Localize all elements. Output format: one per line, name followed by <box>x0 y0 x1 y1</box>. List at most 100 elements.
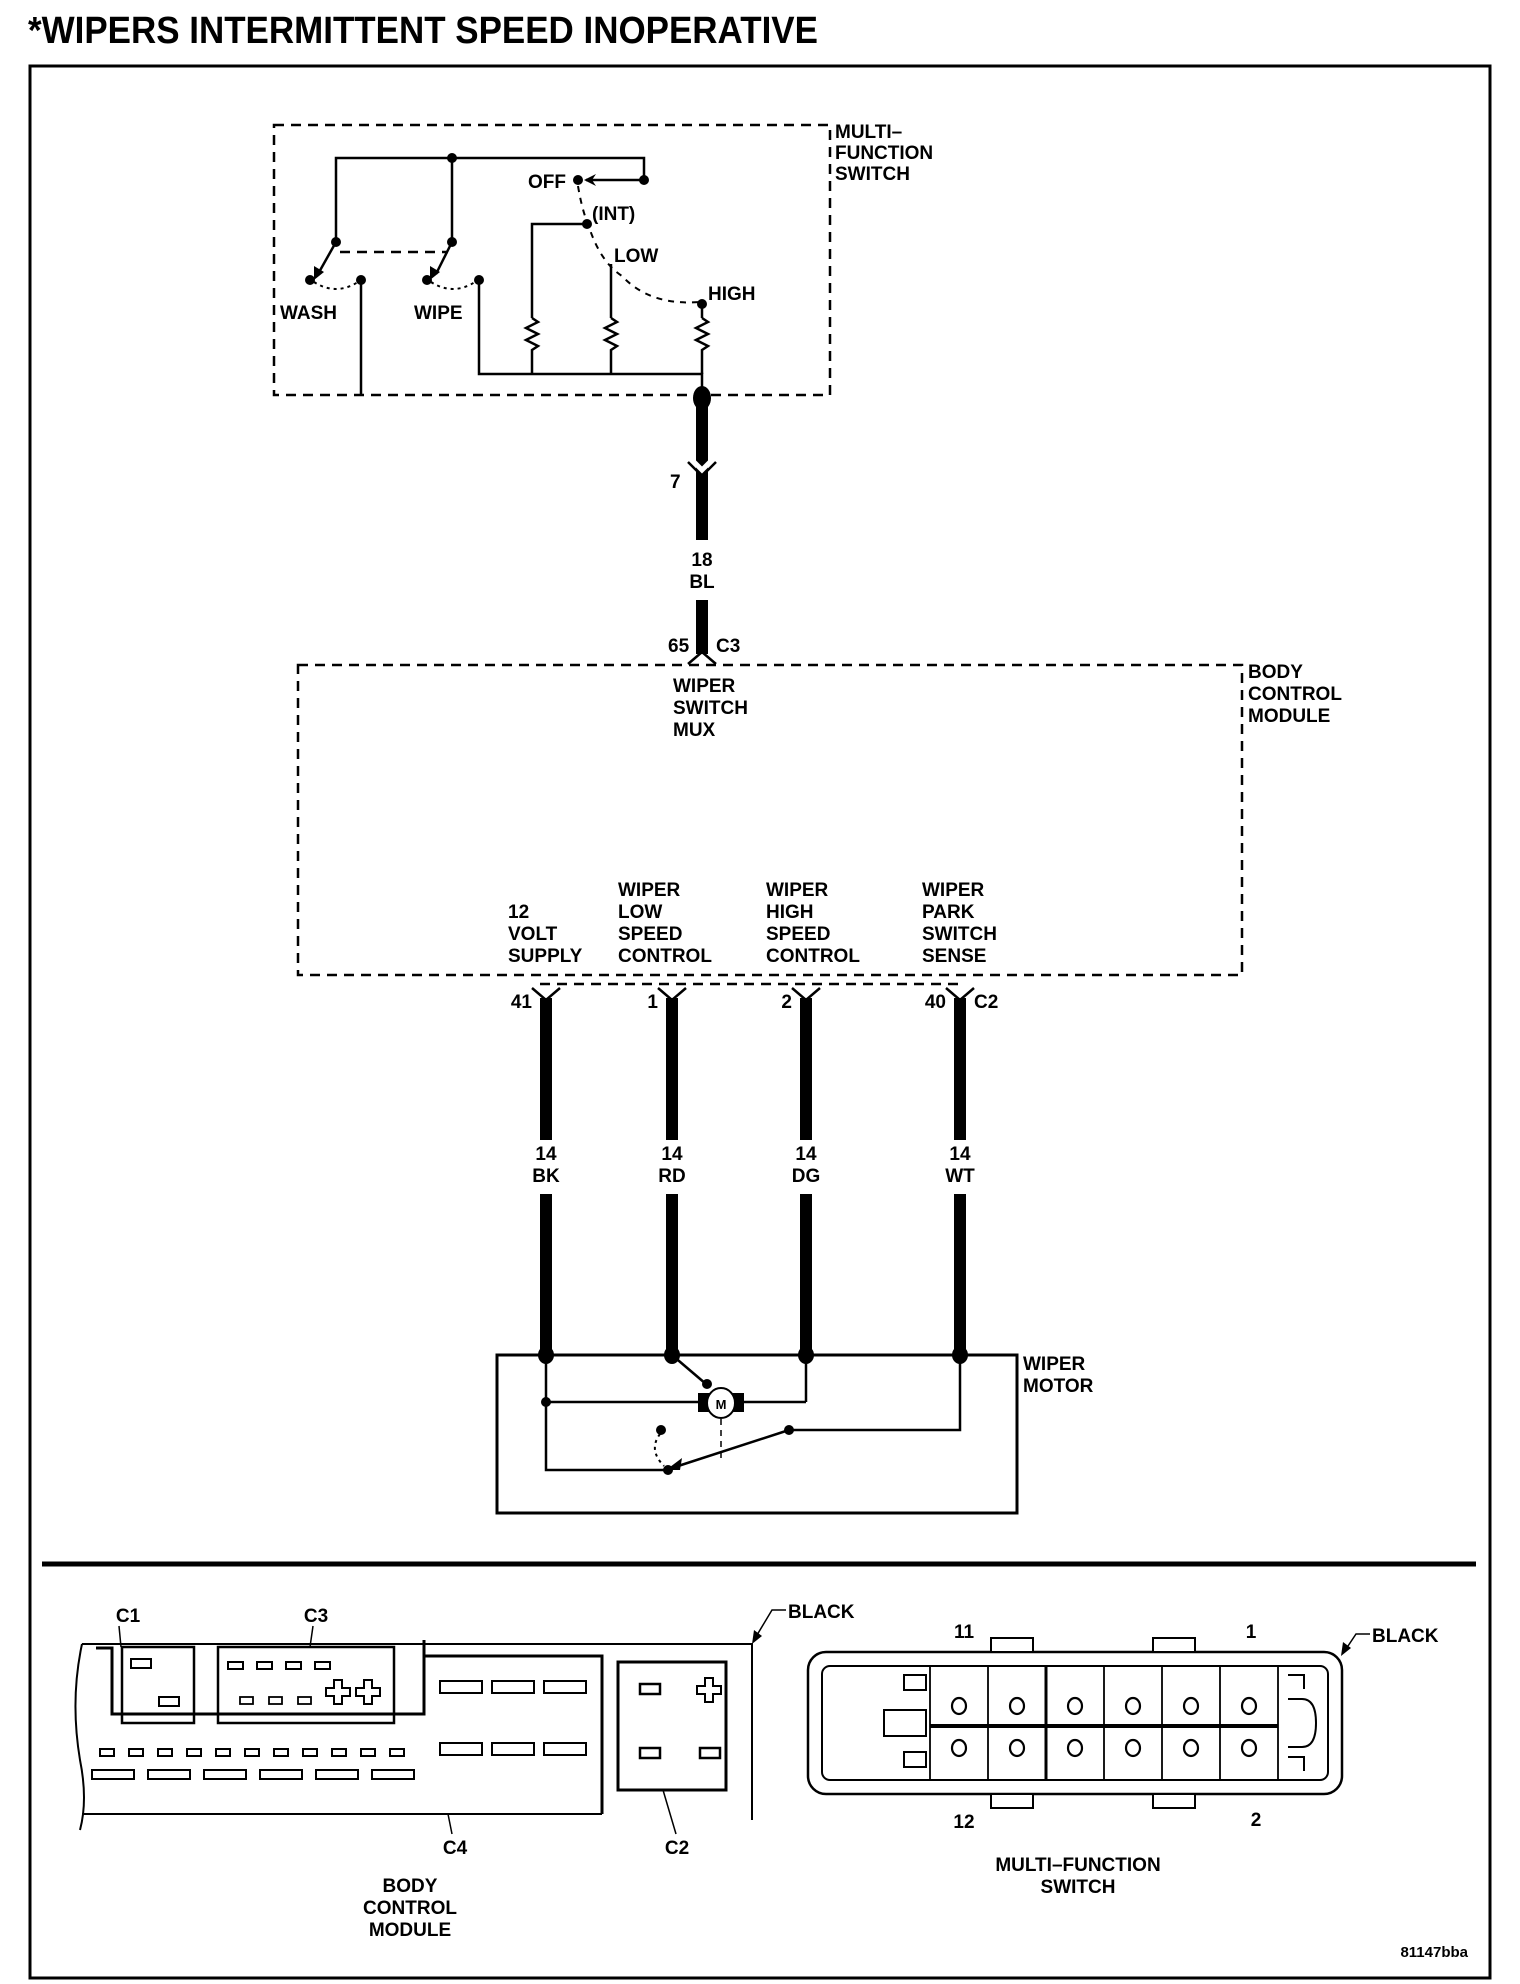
bcm-output-pin: 2 <box>781 992 792 1013</box>
latch-tab <box>990 1637 1034 1653</box>
ground-path <box>544 1355 666 1472</box>
terminal-cavity <box>1124 1738 1142 1758</box>
key-tab <box>903 1674 927 1691</box>
c4-terminal <box>491 1680 535 1694</box>
bcm-view-label-3: MODULE <box>369 1920 451 1941</box>
arrowhead-icon <box>1341 1642 1351 1656</box>
motor-symbol: M <box>716 1397 727 1412</box>
mfs-color: BLACK <box>1372 1626 1439 1647</box>
output-label: LOW <box>618 902 662 923</box>
c3-terminal <box>314 1661 331 1670</box>
bcm-view-label-1: BODY <box>383 1876 438 1897</box>
wipe-contact-a <box>422 275 432 285</box>
mux-label-3: MUX <box>673 720 716 741</box>
c2-terminal <box>698 1746 722 1760</box>
c4-terminal <box>439 1742 483 1756</box>
c1-terminal <box>158 1696 180 1707</box>
wire-gauge: 14 <box>661 1144 683 1165</box>
c4-terminal <box>439 1680 483 1694</box>
label-c1: C1 <box>116 1606 141 1627</box>
terminal-cavity <box>1066 1696 1084 1716</box>
c4-terminal <box>244 1748 260 1757</box>
terminal-cavity <box>1008 1696 1026 1716</box>
mfs-boundary <box>272 123 832 397</box>
resistor-high-icon <box>693 316 711 374</box>
mfs-label-1: MULTI– <box>835 122 902 143</box>
connector-break <box>686 454 718 474</box>
terminal-cavity <box>1240 1696 1258 1716</box>
selector-sweep <box>577 185 701 304</box>
leader-line <box>118 1625 122 1648</box>
brush-low <box>702 1379 712 1389</box>
low-brush-lead <box>671 1354 707 1385</box>
c3-terminal <box>239 1696 254 1705</box>
c3-connector <box>216 1645 396 1725</box>
c3-terminal <box>268 1696 283 1705</box>
output-label: CONTROL <box>618 946 712 967</box>
motor-label-1: WIPER <box>1023 1354 1086 1375</box>
c4-terminal <box>157 1748 173 1757</box>
latch-tab <box>1152 1793 1196 1809</box>
label-c4: C4 <box>443 1838 468 1859</box>
latch-tab <box>990 1793 1034 1809</box>
terminal-cavity <box>950 1696 968 1716</box>
c3-housing <box>216 1645 396 1725</box>
wire-color: BK <box>532 1166 560 1187</box>
c3-power-terminal-icon <box>325 1679 351 1705</box>
c3-terminal <box>227 1661 244 1670</box>
c4-terminal <box>99 1748 115 1757</box>
wiper-motor: WIPER MOTOR M <box>495 1353 1094 1515</box>
bcm-color: BLACK <box>788 1602 855 1623</box>
c3-terminal <box>285 1661 302 1670</box>
bcm-view-label-2: CONTROL <box>363 1898 457 1919</box>
output-label: HIGH <box>766 902 814 923</box>
c4-terminal <box>491 1742 535 1756</box>
resistor-low-icon <box>602 316 620 374</box>
c4-terminal <box>259 1769 303 1780</box>
park-travel <box>653 1433 665 1467</box>
output-label: WIPER <box>618 880 681 901</box>
park-alt-contact <box>656 1425 666 1435</box>
terminal-cavity <box>950 1738 968 1758</box>
terminal-cavity <box>1182 1696 1200 1716</box>
c3-power-terminal-icon <box>355 1679 381 1705</box>
contact-wipe: WIPE <box>414 303 463 324</box>
key-tab <box>903 1751 927 1768</box>
c4-terminal <box>543 1680 587 1694</box>
motor-label-2: MOTOR <box>1023 1376 1094 1397</box>
bcm-output-pin: 40 <box>925 992 946 1013</box>
output-label: VOLT <box>508 924 558 945</box>
output-label: CONTROL <box>766 946 860 967</box>
mfs-view-label-2: SWITCH <box>1041 1877 1116 1898</box>
wash-contact-a <box>305 275 315 285</box>
output-label: PARK <box>922 902 975 923</box>
wipe-contact-b <box>474 275 484 285</box>
label-c2: C2 <box>665 1838 689 1859</box>
bcm-label-3: MODULE <box>1248 706 1330 727</box>
wire-gauge: 14 <box>949 1144 971 1165</box>
position-low: LOW <box>614 246 658 267</box>
off-contact <box>573 175 583 185</box>
bcm-output-circuits: 12VOLTSUPPLY4114BKWIPERLOWSPEEDCONTROL11… <box>508 880 998 1364</box>
c4-terminal <box>273 1748 289 1757</box>
connector-icon <box>687 461 717 478</box>
output-label: WIPER <box>922 880 985 901</box>
c4-terminal <box>215 1748 231 1757</box>
lock-ramp <box>1288 1674 1318 1771</box>
wire-gauge: 18 <box>691 550 712 571</box>
bcm-connector: C3 <box>716 636 740 657</box>
bcm-label-1: BODY <box>1248 662 1303 683</box>
leader-line <box>309 1625 314 1648</box>
c4-terminal <box>186 1748 202 1757</box>
arrowhead-icon <box>584 174 596 186</box>
output-label: SUPPLY <box>508 946 583 967</box>
c4-shell <box>422 1654 604 1814</box>
terminal-cavity <box>1240 1738 1258 1758</box>
wipe-blade <box>434 241 454 275</box>
leader-line <box>447 1813 453 1835</box>
c1-terminal <box>130 1658 152 1669</box>
c2-connector <box>616 1660 728 1792</box>
c2-terminal <box>638 1682 662 1696</box>
bcm-output-pin: 41 <box>511 992 533 1013</box>
